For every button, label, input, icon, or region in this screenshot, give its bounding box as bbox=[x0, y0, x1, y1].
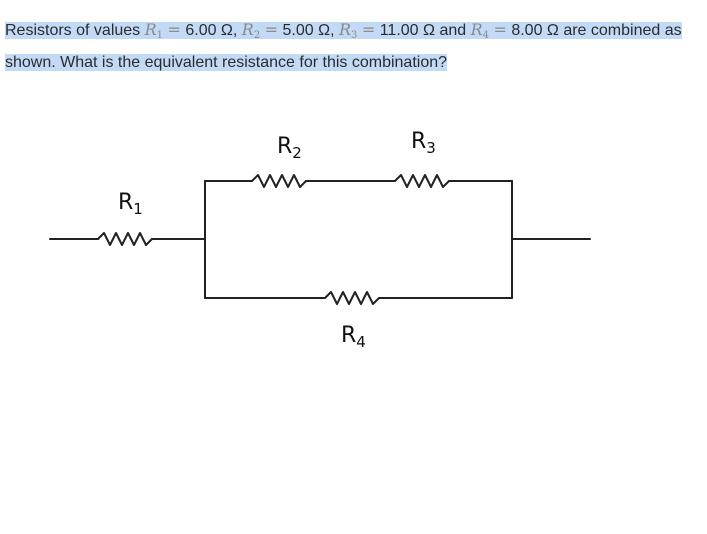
resistor-r4-zigzag bbox=[324, 291, 380, 305]
label-r1: R1 bbox=[118, 190, 143, 218]
equals-sign: = bbox=[264, 20, 279, 39]
r4-symbol: R4 bbox=[470, 20, 490, 41]
r1-value: 6.00 Ω, bbox=[185, 22, 238, 39]
equals-sign: = bbox=[493, 20, 507, 39]
r2-value: 5.00 Ω, bbox=[282, 22, 335, 39]
question-intro: Resistors of values bbox=[5, 22, 145, 39]
r3-symbol: R3 bbox=[338, 20, 358, 41]
question-text: Resistors of values R1 = 6.00 Ω, R2 = 5.… bbox=[5, 16, 705, 76]
resistor-r2-zigzag bbox=[251, 174, 307, 188]
and-word: and bbox=[439, 22, 467, 39]
r2-symbol: R2 bbox=[241, 20, 261, 41]
resistor-r1-zigzag bbox=[97, 232, 153, 246]
resistor-r3-zigzag bbox=[394, 174, 450, 188]
equals-sign: = bbox=[361, 20, 376, 39]
question-prompt: are combined as shown. What is the equiv… bbox=[5, 22, 682, 71]
r4-value: 8.00 Ω bbox=[511, 22, 559, 39]
label-r2: R2 bbox=[277, 134, 302, 162]
r3-value: 11.00 Ω bbox=[379, 22, 435, 39]
r1-symbol: R1 bbox=[144, 20, 164, 41]
equals-sign: = bbox=[167, 20, 181, 39]
label-r3: R3 bbox=[411, 129, 436, 157]
label-r4: R4 bbox=[341, 323, 366, 351]
